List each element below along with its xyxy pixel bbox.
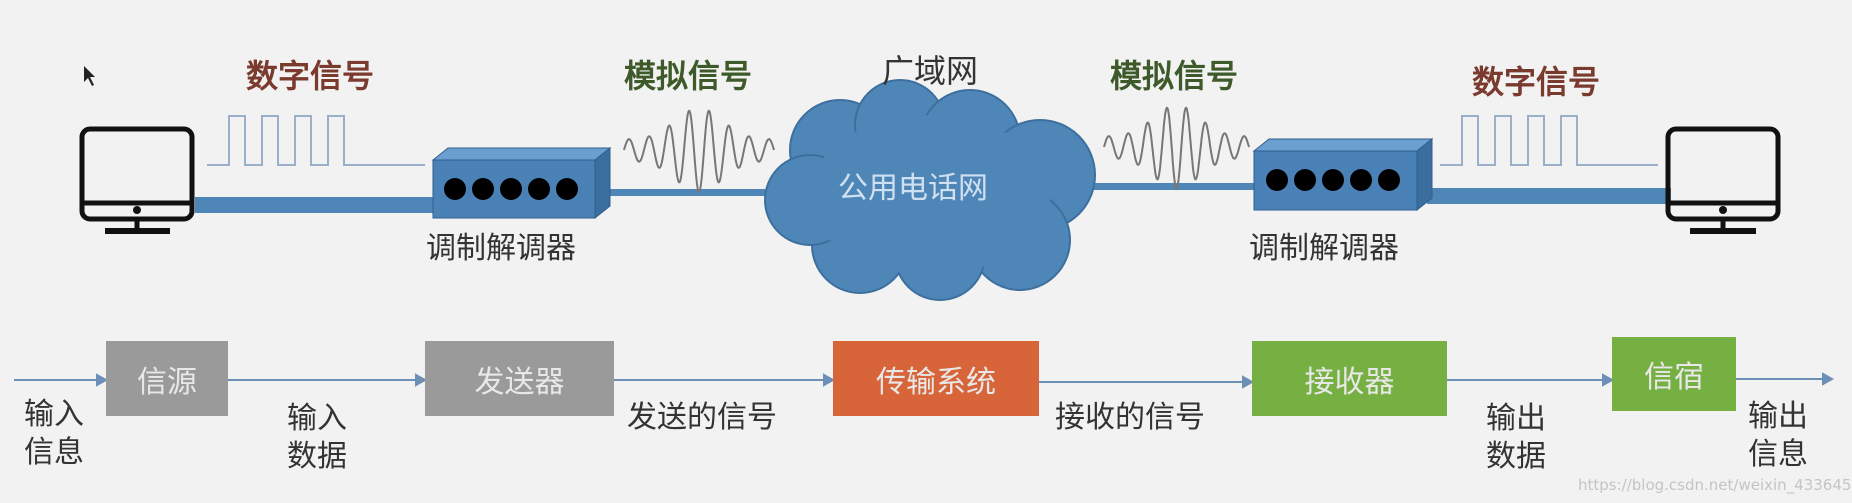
block-source: 信源 xyxy=(106,341,228,416)
link-line-cloud-modem xyxy=(1090,183,1255,190)
mouse-cursor-icon xyxy=(84,66,95,86)
link-line-left xyxy=(195,197,435,213)
output-info-label: 输出信息 xyxy=(1748,398,1818,474)
block-destination: 信宿 xyxy=(1612,337,1736,411)
received-signal-label: 接收的信号 xyxy=(1055,400,1205,435)
digital-signal-label-right: 数字信号 xyxy=(1472,63,1601,101)
analog-wave-left xyxy=(623,109,775,194)
cloud-label: 公用电话网 xyxy=(838,171,988,206)
modem-left-icon xyxy=(431,146,612,220)
input-data-label: 输入数据 xyxy=(287,400,357,476)
label-line: 输入 xyxy=(287,401,347,436)
block-transmitter: 发送器 xyxy=(425,341,614,416)
label-line: 输出 xyxy=(1486,401,1546,436)
label-line: 数据 xyxy=(287,439,347,474)
input-info-label: 输入信息 xyxy=(24,396,94,472)
digital-wave-left xyxy=(207,115,425,166)
digital-wave-right xyxy=(1440,115,1658,166)
label-line: 输入 xyxy=(24,397,84,432)
modem-label-left: 调制解调器 xyxy=(426,231,576,266)
analog-signal-label-right: 模拟信号 xyxy=(1110,57,1239,95)
digital-signal-label-left: 数字信号 xyxy=(246,57,375,95)
link-line-right xyxy=(1427,188,1671,204)
label-line: 输出 xyxy=(1748,399,1808,434)
computer-right-icon xyxy=(1665,126,1781,234)
wan-label: 广域网 xyxy=(882,52,979,90)
modem-right-icon xyxy=(1252,137,1434,212)
block-transmission-system: 传输系统 xyxy=(833,341,1039,416)
flow-arrows xyxy=(14,372,1835,389)
link-line-modem-cloud xyxy=(606,189,786,196)
computer-left-icon xyxy=(79,126,195,234)
modem-label-right: 调制解调器 xyxy=(1249,231,1399,266)
sent-signal-label: 发送的信号 xyxy=(627,400,777,435)
label-line: 信息 xyxy=(1748,437,1808,472)
label-line: 数据 xyxy=(1486,439,1546,474)
label-line: 信息 xyxy=(24,435,84,470)
analog-wave-right xyxy=(1103,106,1250,191)
analog-signal-label-left: 模拟信号 xyxy=(624,57,753,95)
block-receiver: 接收器 xyxy=(1252,341,1447,416)
output-data-label: 输出数据 xyxy=(1486,400,1556,476)
watermark: https://blog.csdn.net/weixin_43364551 xyxy=(1578,476,1852,494)
